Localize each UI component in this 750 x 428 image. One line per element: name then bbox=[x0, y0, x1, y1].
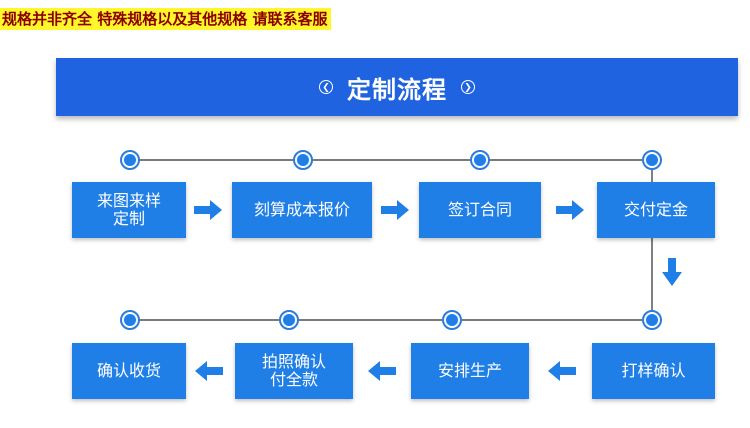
step-label: 确认收货 bbox=[96, 361, 161, 380]
timeline-dot bbox=[642, 310, 662, 330]
step-sign-contract: 签订合同 bbox=[419, 182, 541, 238]
arrow-right-icon bbox=[381, 200, 409, 220]
timeline-dot bbox=[442, 310, 462, 330]
step-cost-quote: 刻算成本报价 bbox=[232, 182, 372, 238]
step-confirm-receipt: 确认收货 bbox=[72, 343, 186, 399]
timeline-dot bbox=[293, 150, 313, 170]
arrow-left-icon bbox=[548, 361, 576, 381]
chevron-right-icon: ❯ bbox=[461, 80, 475, 94]
step-label: 签订合同 bbox=[447, 200, 512, 219]
timeline-dot bbox=[279, 310, 299, 330]
step-production: 安排生产 bbox=[411, 343, 529, 399]
step-label: 刻算成本报价 bbox=[253, 200, 350, 219]
arrow-left-icon bbox=[195, 361, 223, 381]
chevron-left-icon: ❮ bbox=[319, 80, 333, 94]
step-sample-confirm: 打样确认 bbox=[592, 343, 715, 399]
step-label: 交付定金 bbox=[623, 200, 688, 219]
arrow-right-icon bbox=[194, 200, 222, 220]
arrow-down-icon bbox=[662, 258, 682, 286]
step-sample-customization: 来图来样 定制 bbox=[72, 182, 186, 238]
timeline-dot bbox=[120, 150, 140, 170]
arrow-right-icon bbox=[556, 200, 584, 220]
step-label: 来图来样 定制 bbox=[96, 191, 161, 228]
process-header: ❮ 定制流程 ❯ bbox=[56, 58, 738, 116]
step-photo-confirm-full-payment: 拍照确认 付全款 bbox=[235, 343, 353, 399]
timeline-dot bbox=[470, 150, 490, 170]
notice-banner: 规格并非齐全 特殊规格以及其他规格 请联系客服 bbox=[0, 8, 332, 30]
step-pay-deposit: 交付定金 bbox=[597, 182, 715, 238]
timeline-dot bbox=[120, 310, 140, 330]
process-title: 定制流程 bbox=[347, 75, 447, 104]
step-label: 安排生产 bbox=[437, 361, 502, 380]
step-label: 拍照确认 付全款 bbox=[261, 352, 326, 389]
arrow-left-icon bbox=[368, 361, 396, 381]
step-label: 打样确认 bbox=[621, 361, 686, 380]
timeline-dot bbox=[642, 150, 662, 170]
